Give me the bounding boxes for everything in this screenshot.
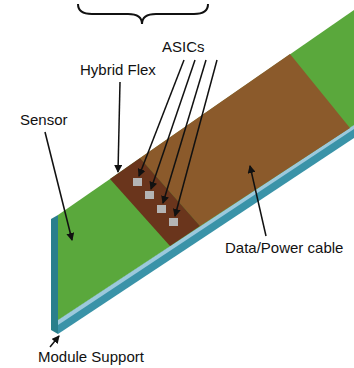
- part-label: Hybrid Flex: [80, 61, 156, 79]
- leader-arrow: [175, 60, 217, 216]
- leader-arrow: [118, 82, 120, 172]
- leader-arrow: [45, 132, 72, 240]
- asic-chip: [133, 178, 142, 186]
- part-label: Module Support: [38, 348, 144, 366]
- part-label: Sensor: [20, 111, 68, 129]
- part-label: Data/Power cable: [225, 239, 343, 257]
- asic-chip: [145, 191, 154, 199]
- asic-chip: [169, 218, 178, 226]
- asic-chip: [157, 205, 166, 213]
- leader-arrow: [50, 336, 59, 347]
- part-label: ASICs: [162, 38, 205, 56]
- sensor: [58, 10, 354, 320]
- group-brace: [78, 4, 208, 24]
- end-face: [51, 215, 58, 334]
- leader-arrow: [250, 166, 266, 236]
